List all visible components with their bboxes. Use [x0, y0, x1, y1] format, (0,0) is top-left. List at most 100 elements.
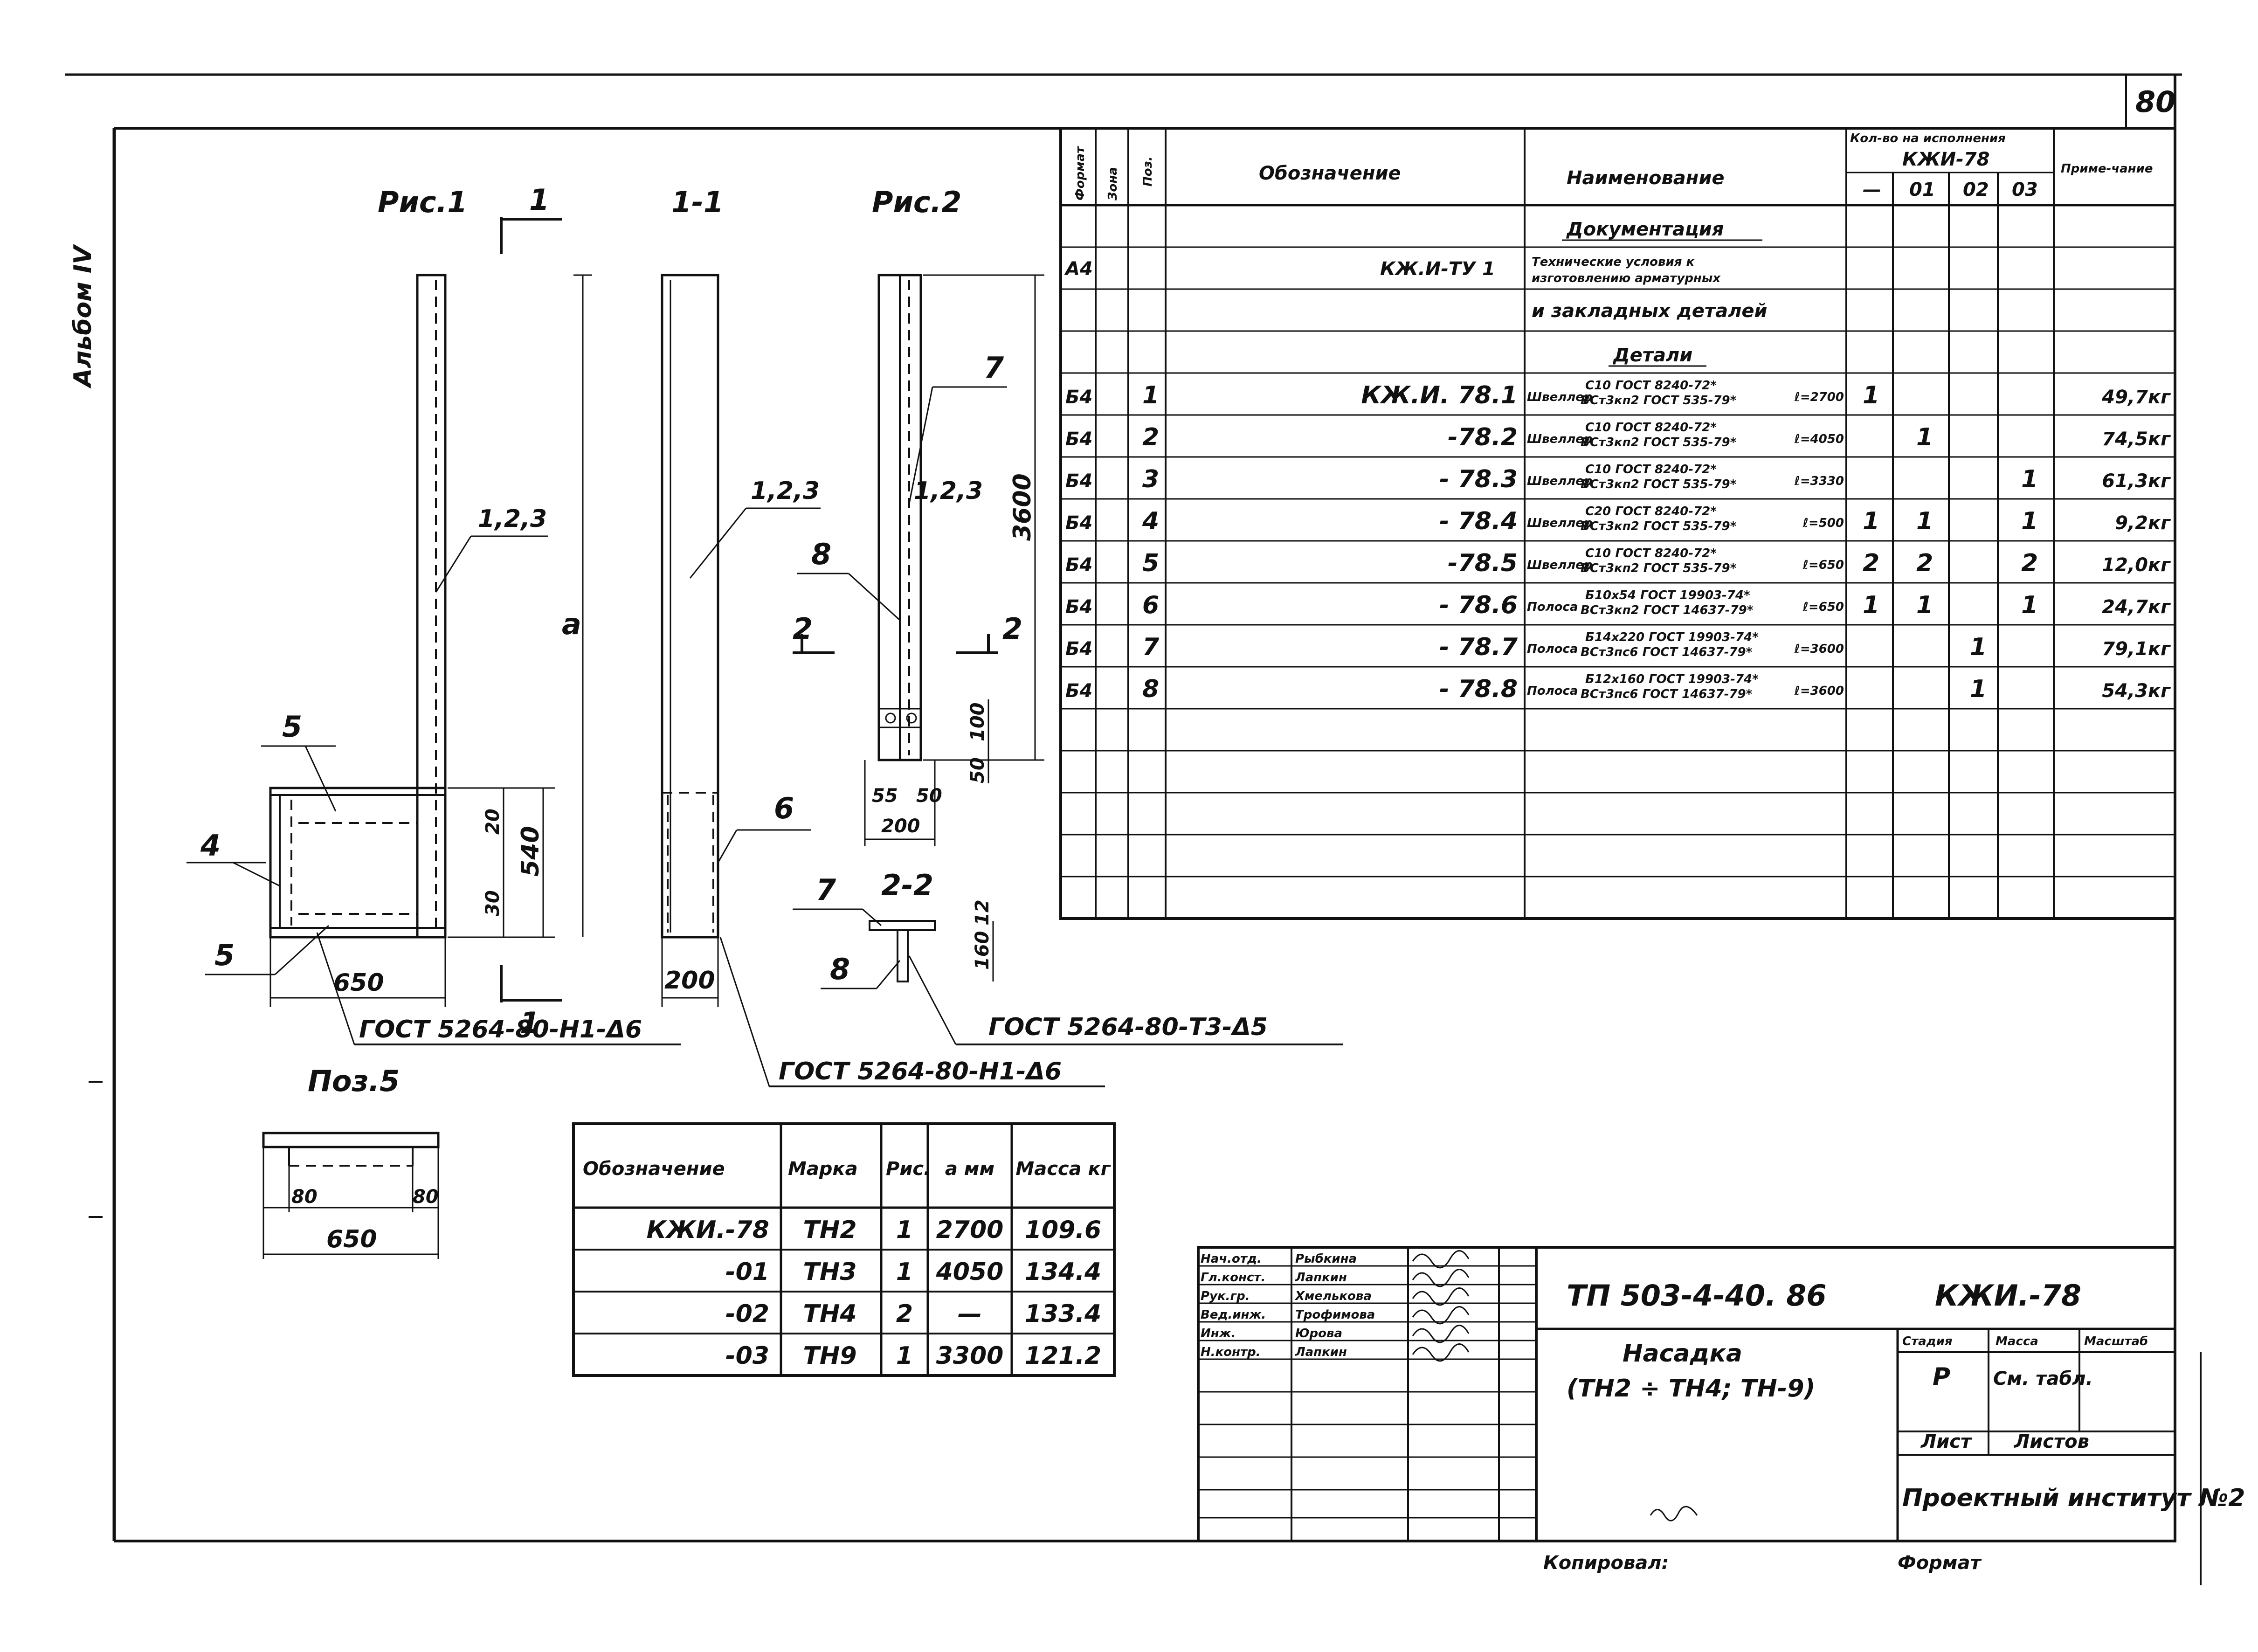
spec-h-qty: Кол-во на исполнения	[1850, 131, 2006, 145]
sheet-frame	[65, 73, 2202, 1585]
format-label: Формат	[1898, 1552, 1982, 1574]
spec-h-qty-2: 02	[1963, 179, 1989, 200]
spec-row-format: Б4	[1065, 680, 1092, 702]
spec-row-name: Швеллер	[1527, 516, 1593, 530]
spec-h-qty-0: —	[1863, 179, 1881, 200]
spec-h-designation: Обозначение	[1259, 163, 1401, 184]
spec-row-length: ℓ=500	[1802, 516, 1844, 530]
marks-cell: 1	[896, 1216, 913, 1244]
spec-row-q2: 1	[1970, 633, 1987, 661]
pos5-dim-80b: 80	[413, 1186, 439, 1208]
fig2-dim-200: 200	[881, 816, 920, 837]
sec11-dim-200: 200	[664, 967, 715, 995]
fig2-dim-3600: 3600	[1008, 473, 1036, 541]
spec-row-length: ℓ=650	[1802, 600, 1844, 614]
spec-row-designation: - 78.8	[1439, 675, 1518, 703]
spec-row-note: 49,7кг	[2101, 387, 2171, 408]
spec-row-format: Б4	[1065, 512, 1092, 534]
marks-cell: 4050	[936, 1258, 1004, 1286]
spec-row-pos: 2	[1142, 423, 1159, 451]
spec-row-steel-top: С10 ГОСТ 8240-72*	[1585, 546, 1717, 560]
spec-row-name: Полоса	[1527, 642, 1578, 656]
marks-cell: ТН2	[803, 1216, 856, 1244]
pos5-view: Поз.5 80 80 650	[262, 1064, 440, 1259]
marks-cell: 121.2	[1025, 1342, 1101, 1370]
spec-row-designation: - 78.3	[1439, 465, 1518, 493]
spec-row-length: ℓ=2700	[1794, 390, 1844, 404]
spec-row-format: Б4	[1065, 470, 1092, 492]
spec-row-designation: - 78.6	[1439, 591, 1518, 619]
spec-row-designation: - 78.7	[1439, 633, 1518, 661]
fig1-section-mark-top: 1	[529, 183, 549, 217]
tb-role: Инж.	[1201, 1327, 1236, 1341]
tb-name: Трофимова	[1295, 1308, 1375, 1322]
spec-row-note: 9,2кг	[2115, 512, 2171, 534]
spec-row-q1: 2	[1916, 549, 1933, 577]
fig2-dim-50: 50	[967, 757, 988, 783]
spec-table: Формат Зона Поз. Обозначение Наименовани…	[1059, 127, 2176, 920]
tb-role: Рук.гр.	[1201, 1289, 1250, 1303]
fig2-dim-55: 55	[872, 785, 898, 807]
spec-row-designation: -78.5	[1448, 549, 1518, 577]
spec-row-q0: 2	[1863, 549, 1879, 577]
spec-row-q3: 1	[2021, 591, 2038, 619]
sec11-title: 1-1	[671, 185, 724, 219]
fig2-pos-main: 1,2,3	[914, 477, 983, 505]
spec-row-name: Полоса	[1527, 600, 1578, 614]
spec-row-note: 54,3кг	[2102, 680, 2171, 702]
marks-cell: 1	[896, 1258, 913, 1286]
spec-row-steel-bottom: ВСт3кп2 ГОСТ 535-79*	[1581, 477, 1737, 491]
fig1-view: Рис.1 1 a 20 540 30 650 1,2	[186, 183, 681, 1045]
title-block-people: Нач.отд.РыбкинаГл.конст.ЛапкинРук.гр.Хме…	[1201, 1252, 1375, 1359]
spec-row-pos: 8	[1142, 675, 1159, 703]
spec-row-note: 79,1кг	[2102, 638, 2171, 660]
spec-row-q0: 1	[1863, 507, 1879, 535]
album-label: Альбом IV	[69, 244, 97, 389]
spec-row-steel-bottom: ВСт3пс6 ГОСТ 14637-79*	[1581, 687, 1753, 701]
spec-row-designation: КЖ.И. 78.1	[1361, 381, 1518, 409]
spec-row-q1: 1	[1916, 507, 1933, 535]
spec-row-name: Швеллер	[1527, 474, 1593, 488]
sec11-weld-note: ГОСТ 5264-80-Н1-Δ6	[779, 1058, 1062, 1085]
spec-row-pos: 4	[1142, 507, 1159, 535]
spec-row-steel-bottom: ВСт3кп2 ГОСТ 14637-79*	[1581, 603, 1754, 617]
spec-row-steel-top: Б10х54 ГОСТ 19903-74*	[1585, 588, 1750, 602]
fig1-dim-20: 20	[482, 809, 504, 835]
fig2-cut-right: 2	[1002, 612, 1022, 646]
marks-cell: 109.6	[1025, 1216, 1101, 1244]
marks-cell: -03	[725, 1342, 769, 1370]
spec-h-format: Формат	[1073, 145, 1087, 200]
spec-doc-name3: и закладных деталей	[1532, 300, 1768, 322]
spec-row-q0: 1	[1863, 591, 1879, 619]
fig1-pos-bottom: 5	[214, 938, 235, 972]
title-block-row-lines	[1198, 1265, 1536, 1519]
sheet-number: 80	[2135, 85, 2175, 119]
section-1-1-view: 1-1 1,2,3 6 200 ГОСТ 5264-80-Н1-Δ6	[661, 185, 1105, 1087]
tb-title2: (ТН2 ÷ ТН4; ТН-9)	[1567, 1375, 1815, 1403]
tb-doc-mark: КЖИ.-78	[1935, 1279, 2081, 1313]
spec-row-pos: 6	[1142, 591, 1159, 619]
spec-row-steel-bottom: ВСт3кп2 ГОСТ 535-79*	[1581, 435, 1737, 449]
marks-cell: -01	[725, 1258, 769, 1286]
fig1-section-mark-bottom: 1	[520, 1006, 540, 1040]
tb-name: Лапкин	[1295, 1271, 1347, 1285]
fig1-dim-540: 540	[517, 826, 545, 877]
spec-row-length: ℓ=3600	[1794, 642, 1844, 656]
marks-header: a мм	[945, 1158, 994, 1180]
sec22-dim-12: 12	[972, 899, 993, 926]
spec-row-steel-bottom: ВСт3пс6 ГОСТ 14637-79*	[1581, 645, 1753, 659]
marks-cell: 1	[896, 1342, 913, 1370]
spec-row-name: Швеллер	[1527, 390, 1593, 404]
spec-row-length: ℓ=650	[1802, 558, 1844, 572]
tb-role: Гл.конст.	[1201, 1271, 1265, 1285]
spec-row-q1: 1	[1916, 423, 1933, 451]
spec-h-name: Наименование	[1567, 167, 1725, 189]
sec22-title: 2-2	[881, 868, 933, 902]
fig1-dim-30: 30	[482, 890, 504, 916]
sec22-pos-7: 7	[816, 873, 836, 907]
sec11-pos-main: 1,2,3	[751, 477, 820, 505]
